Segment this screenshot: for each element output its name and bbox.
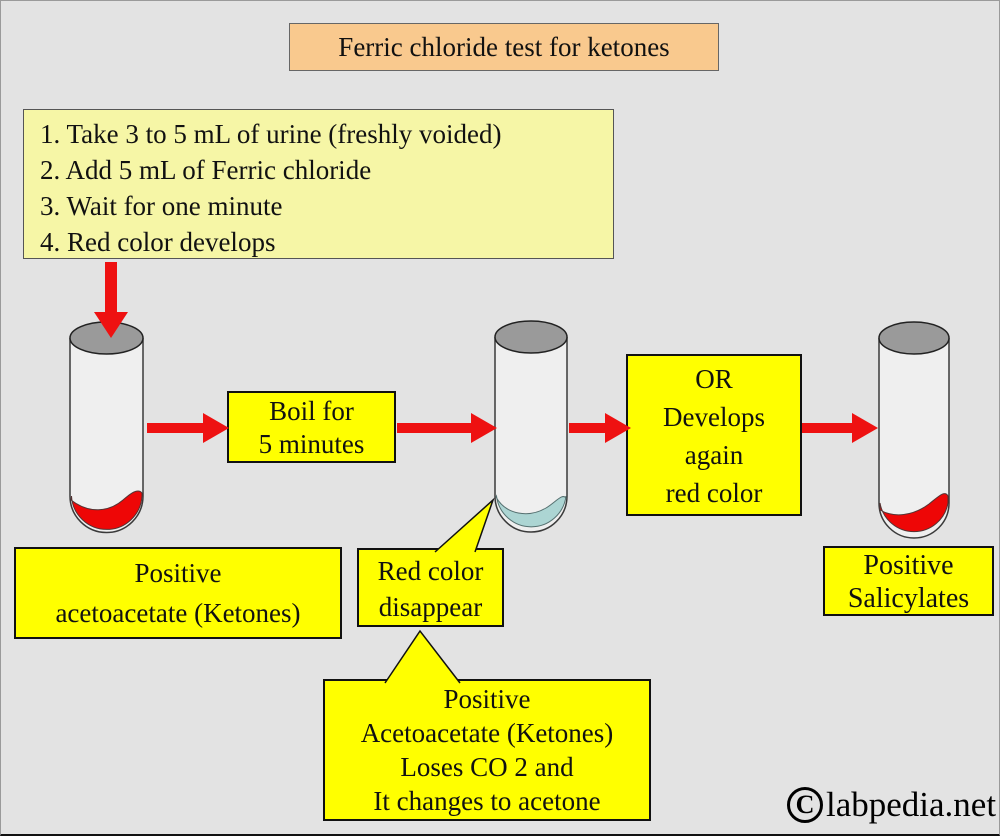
result-line-4: It changes to acetone bbox=[373, 786, 601, 816]
arrow-down-shaft bbox=[105, 262, 117, 314]
arrow-1-head bbox=[203, 413, 229, 443]
or-line-1: OR bbox=[695, 364, 733, 394]
or-line-3: again bbox=[684, 440, 744, 470]
procedure-steps-box: 1. Take 3 to 5 mL of urine (freshly void… bbox=[23, 109, 614, 259]
boil-line-1: Boil for bbox=[269, 396, 354, 426]
salicylates-line-1: Positive bbox=[863, 550, 954, 581]
arrow-4-head bbox=[852, 413, 878, 443]
boil-line-2: 5 minutes bbox=[258, 429, 365, 459]
positive-acetoacetate-label: Positive acetoacetate (Ketones) bbox=[14, 547, 342, 639]
callout-pointer-to-tube bbox=[434, 497, 495, 553]
arrow-2-head bbox=[471, 413, 497, 443]
result-explanation-box: Positive Acetoacetate (Ketones) Loses CO… bbox=[323, 679, 651, 821]
result-line-2: Acetoacetate (Ketones) bbox=[360, 718, 614, 748]
procedure-step-1: 1. Take 3 to 5 mL of urine (freshly void… bbox=[40, 119, 502, 149]
boil-step-box: Boil for 5 minutes bbox=[227, 391, 396, 463]
tube-3-body bbox=[878, 338, 950, 539]
arrow-down-head bbox=[94, 312, 128, 338]
diagram-title: Ferric chloride test for ketones bbox=[289, 23, 719, 71]
arrow-2-shaft bbox=[397, 423, 473, 433]
or-line-4: red color bbox=[665, 478, 763, 508]
result-line-3: Loses CO 2 and bbox=[400, 752, 574, 782]
test-tube-2 bbox=[494, 320, 568, 533]
tube-1-body bbox=[69, 338, 144, 534]
positive-salicylates-label: Positive Salicylates bbox=[823, 546, 994, 616]
tube-3-red-liquid bbox=[879, 493, 949, 533]
arrow-3-shaft bbox=[569, 423, 607, 433]
procedure-step-4: 4. Red color develops bbox=[40, 227, 276, 257]
tube-2-body bbox=[494, 337, 568, 533]
arrow-1-shaft bbox=[147, 423, 205, 433]
red-color-disappear-callout: Red color disappear bbox=[357, 548, 504, 627]
callout-line-2: disappear bbox=[378, 592, 483, 622]
watermark: C labpedia.net bbox=[787, 784, 996, 826]
result-line-1: Positive bbox=[443, 684, 531, 714]
tube-3-opening bbox=[878, 321, 950, 355]
watermark-text: labpedia.net bbox=[826, 785, 997, 824]
test-tube-3 bbox=[878, 321, 950, 539]
or-line-2: Develops bbox=[663, 402, 765, 432]
aceto-line-1: Positive bbox=[134, 558, 222, 588]
callout-line-1: Red color bbox=[377, 556, 484, 586]
result-pointer-to-callout bbox=[384, 629, 461, 684]
tube-1-opening bbox=[69, 321, 144, 355]
arrow-4-shaft bbox=[802, 423, 854, 433]
copyright-icon: C bbox=[787, 787, 823, 823]
aceto-line-2: acetoacetate (Ketones) bbox=[55, 598, 301, 628]
tube-2-teal-liquid bbox=[495, 494, 567, 528]
tube-2-opening bbox=[494, 320, 568, 354]
or-develops-box: OR Develops again red color bbox=[626, 354, 802, 516]
procedure-step-2: 2. Add 5 mL of Ferric chloride bbox=[40, 155, 372, 185]
test-tube-1 bbox=[69, 321, 144, 534]
salicylates-line-2: Salicylates bbox=[847, 583, 970, 614]
procedure-step-3: 3. Wait for one minute bbox=[40, 191, 283, 221]
tube-1-red-liquid bbox=[70, 490, 143, 530]
